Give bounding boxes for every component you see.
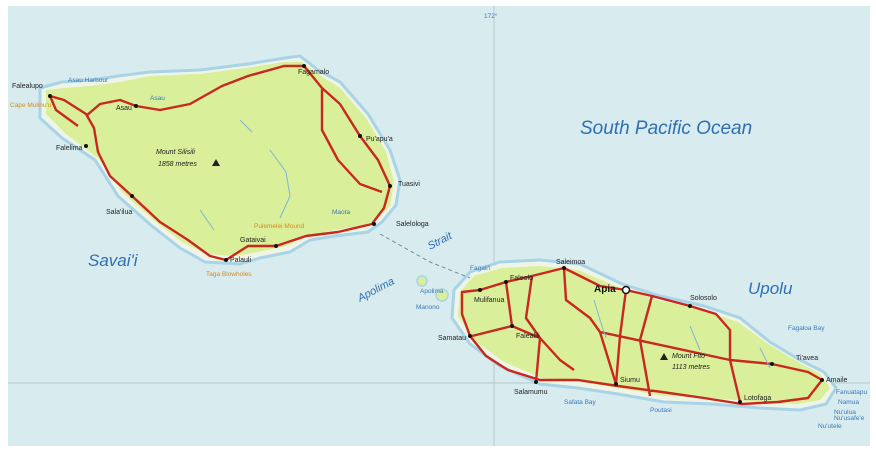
upolu-island [458, 266, 830, 404]
meridian-label: 172° [484, 12, 498, 20]
label-nuulua: Nu'ulua [834, 409, 856, 416]
label-nuutele: Nu'utele [818, 423, 842, 430]
label-manono: Manono [416, 304, 440, 311]
label-namua: Namua [838, 399, 859, 406]
label-salamumu: Salamumu [514, 389, 548, 396]
savaii-island [46, 62, 394, 256]
town-markers [48, 64, 824, 404]
label-mulifanua: Mulifanua [474, 297, 504, 304]
savaii-label: Savai'i [88, 251, 139, 270]
label-palauli: Palauli [230, 257, 251, 264]
town-dot-tuasivi [388, 184, 392, 188]
label-gataivai: Gataivai [240, 237, 266, 244]
label-fagalii: Fagali'i [470, 265, 490, 272]
ferry-route [379, 233, 471, 279]
town-dot-gataivai [274, 244, 278, 248]
label-saleimoa: Saleimoa [556, 259, 585, 266]
savaii-road [48, 64, 392, 262]
label-amaile: Amaile [826, 377, 848, 384]
town-dot-salailua [130, 194, 134, 198]
town-dot-lotofaga [738, 400, 742, 404]
upolu-label: Upolu [748, 279, 793, 298]
label-salailua: Sala'ilua [106, 209, 132, 216]
town-dot-amaile [820, 378, 824, 382]
label-mount-fito: Mount Fito [672, 353, 705, 360]
town-dot-asau [134, 104, 138, 108]
label-safata-bay: Safata Bay [564, 399, 597, 406]
label-fagamalo: Fagamalo [298, 69, 329, 76]
label-pulemelei-mound: Pulemelei Mound [254, 223, 305, 230]
label-aleipata: Nu'usafe'e [834, 415, 865, 422]
label-fagaloa-bay: Fagaloa Bay [788, 325, 825, 332]
upolu-road [460, 266, 824, 406]
town-dot-falealupo [48, 94, 52, 98]
mount-fito-marker [660, 353, 668, 360]
town-dot-tiavea [770, 362, 774, 366]
town-dot-saleimoa [562, 266, 566, 270]
label-solosolo: Solosolo [690, 295, 717, 302]
town-dot-siumu [614, 382, 618, 386]
town-dot-salamumu [534, 380, 538, 384]
town-dot-faleolo [504, 280, 508, 284]
ocean-label: South Pacific Ocean [580, 118, 752, 139]
label-mount-silisili: Mount Silisili [156, 149, 195, 156]
label-siumu: Siumu [620, 377, 640, 384]
label-falealupo: Falealupo [12, 83, 43, 90]
label-falelima: Falelima [56, 145, 83, 152]
label-asau-airport: Asau [150, 95, 165, 102]
label-fito-height: 1113 metres [672, 364, 710, 371]
label-samatau: Samatau [438, 335, 466, 342]
capital-marker [621, 285, 631, 295]
label-falealii: Falealili [516, 333, 540, 340]
town-dot-falealii [510, 324, 514, 328]
label-faleolo: Faleolo [510, 275, 533, 282]
town-dot-solosolo [688, 304, 692, 308]
label-tiavea: Ti'avea [796, 355, 818, 362]
savaii-river [199, 119, 291, 231]
label-apolima: Apolima [420, 288, 444, 295]
town-dot-palauli [224, 258, 228, 262]
upolu-river [593, 299, 771, 369]
town-dot-puapua [358, 134, 362, 138]
label-tuasivi: Tuasivi [398, 181, 420, 188]
town-dot-falelima [84, 144, 88, 148]
label-lotofaga: Lotofaga [744, 395, 771, 402]
capital-label: Apia [594, 284, 616, 295]
label-asau-harbour: Asau Harbour [68, 77, 109, 84]
manono-islet [435, 288, 449, 302]
town-dot-salelologa [372, 222, 376, 226]
town-dot-samatau [468, 334, 472, 338]
label-silisili-height: 1858 metres [158, 161, 197, 168]
label-fanuatapu: Fanuatapu [836, 389, 867, 396]
label-taga-blowholes: Taga Blowholes [206, 271, 252, 278]
label-salelologa: Salelologa [396, 221, 429, 228]
label-maota: Maota [332, 209, 350, 216]
town-dot-mulifanua [478, 288, 482, 292]
mount-silisili-marker [212, 159, 220, 166]
label-poutasi: Poutasi [650, 407, 672, 414]
apolima-islet [416, 275, 428, 287]
label-cape-mulinuu: Cape Mulinu'u [10, 102, 52, 109]
town-dot-fagamalo [302, 64, 306, 68]
label-asau: Asau [116, 105, 132, 112]
label-puapua: Pu'apu'a [366, 136, 393, 143]
